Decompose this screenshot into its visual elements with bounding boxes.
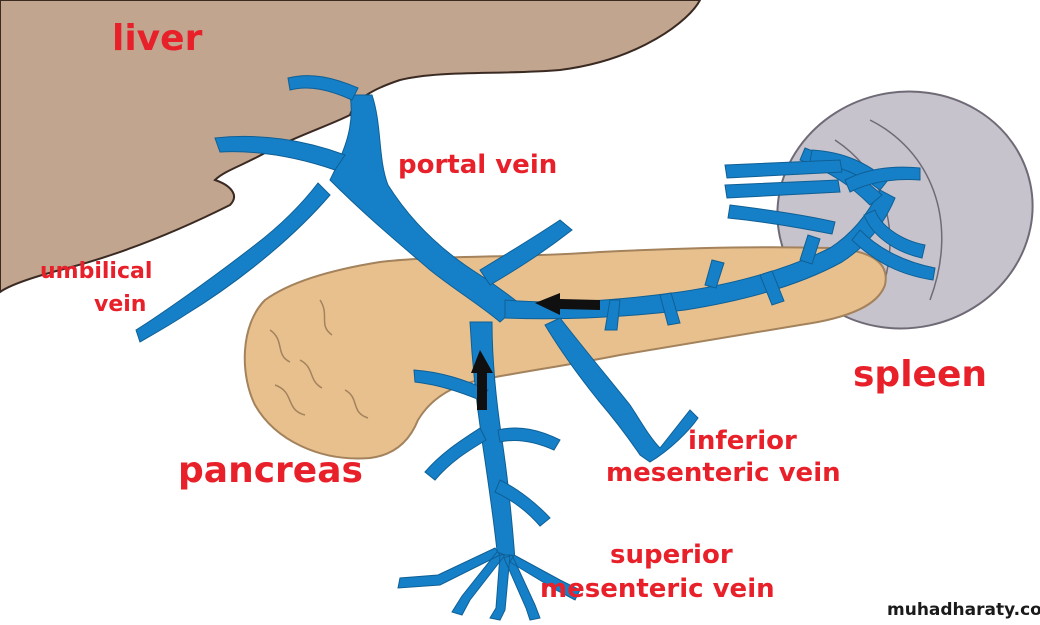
smv-flow-arrow-icon [471,350,493,410]
superior-mesenteric-vein-label-line-1: superior [610,540,733,570]
splenic-branch-4 [851,229,936,281]
smv-terminal-fan [397,547,581,621]
smv-branch-4 [497,427,561,451]
watermark-text: muhadharaty.com [887,600,1040,620]
pancreatic-tributary-4 [759,270,785,306]
portal-vein-trunk [329,94,521,323]
pancreatic-tributary-5 [799,234,821,265]
superior-mesenteric-vein-label-line-2: mesenteric vein [540,574,775,604]
umbilical-vein-vessel [135,182,331,343]
splenic-branch-5 [844,166,921,193]
smv-branch-3 [494,479,551,527]
inferior-mesenteric-vein-label-line-1: inferior [688,426,797,456]
splenic-branch-3 [863,209,926,259]
pancreas-lobule-lines [269,299,369,419]
pancreatic-tributary-2 [659,292,681,326]
pancreatic-tributary-3 [704,259,725,289]
upper-portal-branch [287,75,359,101]
short-splenic-vessel-2 [724,179,841,199]
short-splenic-vessel-1 [724,159,843,179]
inferior-mesenteric-vein-vessel [544,317,699,463]
smv-branch-2 [424,427,487,481]
pancreas-label: pancreas [178,450,363,491]
splenic-flow-arrow-icon [535,293,600,315]
left-portal-branch [214,135,346,171]
umbilical-vein-label-line-1: umbilical [40,259,153,284]
short-splenic-vessel-3 [727,204,836,235]
portal-side-branch [479,219,573,286]
vein-network [135,75,936,621]
spleen-label: spleen [853,354,987,395]
spleen-hilum-line [869,119,943,301]
umbilical-vein-label-line-2: vein [94,292,147,317]
pancreatic-tributary-1 [604,299,621,331]
inferior-mesenteric-vein-label-line-2: mesenteric vein [606,458,841,488]
liver-label: liver [112,18,203,59]
smv-branch-1 [413,369,489,401]
portal-vein-label: portal vein [398,150,558,180]
